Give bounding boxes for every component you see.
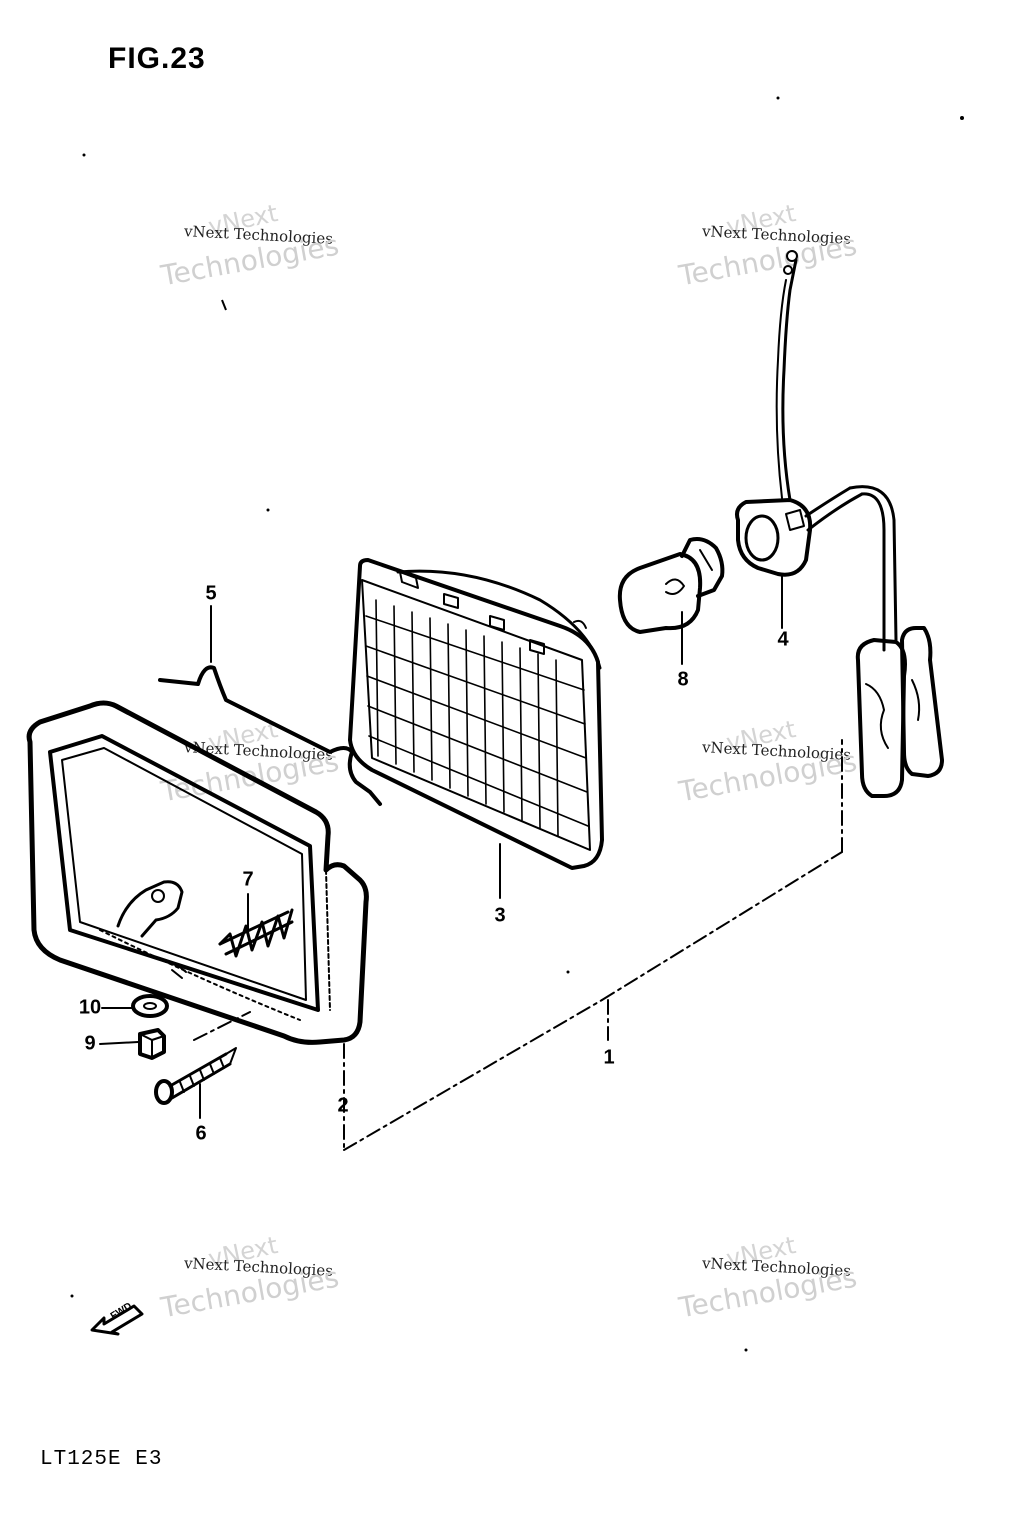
callout-6: 6	[195, 1122, 207, 1145]
callout-7: 7	[242, 868, 254, 891]
model-code: LT125E E3	[40, 1448, 163, 1471]
callout-4: 4	[777, 628, 789, 651]
sealed-beam-unit	[348, 558, 604, 870]
callout-8: 8	[677, 668, 689, 691]
washer	[131, 994, 169, 1018]
callout-3: 3	[494, 904, 506, 927]
bulb	[617, 537, 725, 634]
figure-title: FIG.23	[108, 42, 206, 75]
callout-1: 1	[603, 1046, 615, 1069]
callout-9: 9	[84, 1032, 96, 1055]
forward-direction-arrow-icon: FWD	[90, 1298, 150, 1343]
adjusting-spring	[218, 908, 294, 958]
callout-10: 10	[78, 996, 102, 1019]
nut	[138, 1028, 166, 1060]
bulb-socket	[735, 250, 944, 798]
headlight-housing	[26, 700, 369, 1045]
screw	[154, 1047, 237, 1105]
callout-2: 2	[337, 1094, 349, 1117]
callout-5: 5	[205, 582, 217, 605]
wire-spring	[158, 665, 382, 806]
